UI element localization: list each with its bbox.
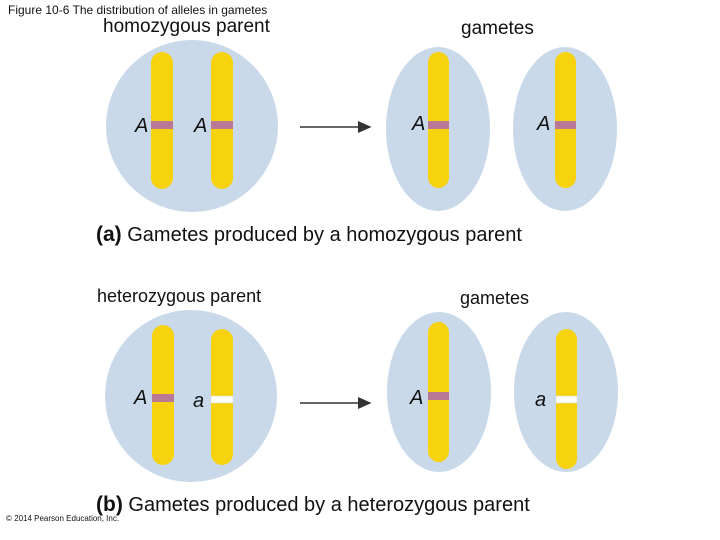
gamete-cell: A <box>513 47 617 211</box>
copyright-notice: © 2014 Pearson Education, Inc. <box>6 514 120 523</box>
chromosome <box>151 52 173 189</box>
allele-band <box>555 121 576 129</box>
allele-label: A <box>193 115 207 137</box>
chromosome <box>428 52 449 188</box>
allele-band <box>211 121 233 129</box>
caption-tag: (a) <box>96 223 122 246</box>
chromosome <box>555 52 576 188</box>
allele-band <box>151 121 173 129</box>
caption-tag: (b) <box>96 493 123 516</box>
allele-label: a <box>535 389 546 411</box>
allele-label: a <box>193 390 204 412</box>
caption-a: (a) Gametes produced by a homozygous par… <box>96 223 522 247</box>
heterozygous-parent-cell: A a <box>105 310 277 482</box>
cell-body <box>105 310 277 482</box>
allele-label: A <box>409 387 423 409</box>
gametes-label-a: gametes <box>461 18 534 39</box>
chromosome <box>211 52 233 189</box>
caption-text: Gametes produced by a homozygous parent <box>127 224 522 246</box>
gamete-cell: A <box>386 47 490 211</box>
cell-body <box>106 40 278 212</box>
figure-title: Figure 10-6 The distribution of alleles … <box>8 3 268 17</box>
homozygous-parent-cell: A A <box>106 40 278 212</box>
gametes-label-b: gametes <box>460 288 530 308</box>
caption-b: (b) Gametes produced by a heterozygous p… <box>96 493 530 517</box>
allele-band <box>428 121 449 129</box>
allele-label: A <box>133 387 147 409</box>
gamete-cell: A <box>387 312 491 472</box>
gamete-cell: a <box>514 312 618 472</box>
heterozygous-parent-label: heterozygous parent <box>97 286 262 306</box>
allele-band <box>210 395 234 404</box>
caption-text: Gametes produced by a heterozygous paren… <box>128 494 530 516</box>
allele-label: A <box>411 113 425 135</box>
allele-label: A <box>536 113 550 135</box>
allele-band <box>152 394 174 402</box>
allele-label: A <box>134 115 148 137</box>
allele-band <box>555 395 578 404</box>
allele-band <box>428 392 449 400</box>
homozygous-parent-label: homozygous parent <box>103 16 270 37</box>
